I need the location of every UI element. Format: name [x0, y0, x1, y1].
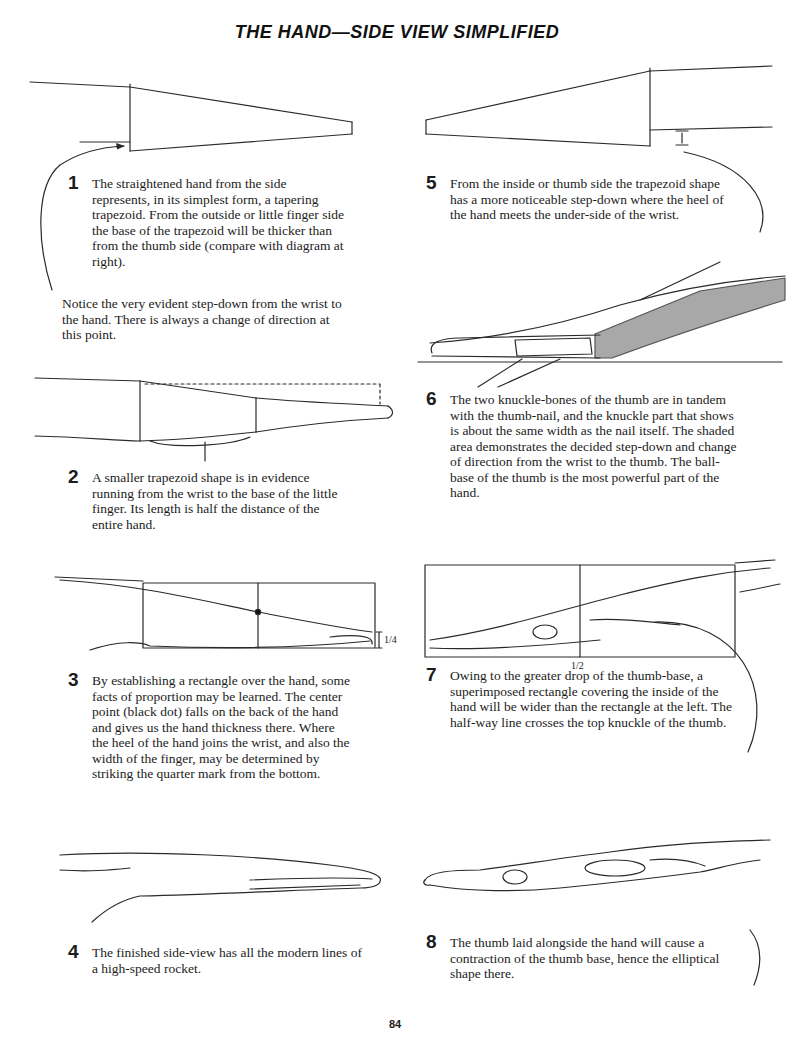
leader-line [478, 359, 560, 387]
callout-number: 7 [426, 665, 437, 685]
callout-number: 3 [68, 670, 79, 690]
callout-number: 5 [426, 173, 437, 193]
callout-number: 8 [426, 932, 437, 952]
wrist-line [735, 560, 775, 563]
trapezoid-edge [426, 71, 650, 120]
caption-text: The thumb laid alongside the hand will c… [450, 935, 734, 982]
thumb-outline [432, 356, 600, 358]
thumb-side-hand [418, 262, 785, 387]
caption-text: Notice the very evident step-down from t… [62, 296, 352, 343]
hand-outline [425, 840, 770, 880]
inside-trapezoid [426, 66, 772, 232]
base-line [418, 361, 782, 362]
hand-back [60, 580, 372, 632]
finger-tip [388, 406, 393, 418]
thumb-nail [503, 870, 527, 884]
half-line [579, 565, 580, 657]
shaded-step [595, 278, 785, 358]
trapezoid-edge [130, 87, 352, 122]
hand-heel [150, 437, 250, 446]
finger-tip [424, 880, 430, 885]
trapezoid-edge [130, 134, 352, 151]
hand-top [430, 276, 785, 343]
step-line [649, 68, 650, 146]
wrist-line [35, 378, 140, 381]
hand-outline [430, 860, 760, 891]
outside-trapezoid [30, 82, 352, 290]
crease-line [650, 859, 705, 866]
page-number: 84 [389, 1018, 401, 1030]
inside-rectangle [425, 560, 780, 752]
wrist-line [60, 868, 130, 871]
hand-outline [60, 853, 380, 922]
finger-line [250, 885, 360, 889]
step-line [129, 84, 130, 151]
thumb-outline [430, 640, 600, 649]
trapezoid-edge [425, 120, 426, 134]
trapezoid-edge [426, 134, 650, 146]
callout-number: 4 [68, 942, 79, 962]
wrist-line [30, 82, 130, 87]
finger-line [256, 418, 388, 432]
finger-tip [330, 636, 372, 644]
wrist-line [740, 584, 780, 592]
caption-text: A smaller trapezoid shape is in evidence… [92, 470, 347, 532]
finished-inside-view [424, 840, 770, 985]
half-line [257, 583, 258, 648]
pointer-curve [750, 930, 760, 985]
caption-text: From the inside or thumb side the trapez… [450, 176, 738, 223]
leader-line [204, 442, 205, 461]
callout-number: 2 [68, 467, 79, 487]
step-mark [676, 131, 688, 145]
caption-text: The straightened hand from the side repr… [92, 176, 347, 269]
wrist-line [650, 127, 772, 130]
dimension-label: 1/2 [571, 660, 584, 671]
wrist-line [80, 141, 130, 142]
wrist-line [650, 66, 772, 71]
trapezoid-edge [140, 432, 256, 441]
trapezoid-edge [351, 122, 352, 134]
trapezoid-edge [255, 398, 256, 432]
thumb-nail [533, 625, 557, 639]
center-dot [255, 609, 260, 614]
quarter-mark [376, 632, 382, 648]
thumb-nail [515, 338, 592, 356]
hand-palm [90, 641, 370, 650]
finished-outside-view [60, 853, 380, 922]
small-trapezoid [35, 378, 393, 461]
trapezoid-edge [139, 381, 140, 441]
trapezoid-edge [140, 381, 256, 398]
dimension-label: 1/4 [384, 634, 397, 645]
hand-top [430, 568, 770, 640]
callout-number: 1 [68, 173, 79, 193]
caption-text: The finished side-view has all the moder… [92, 945, 362, 976]
proportion-rect [143, 583, 375, 648]
wrist-line [640, 262, 720, 300]
finger-line [250, 878, 372, 880]
finger-line [256, 398, 388, 406]
thumb-base [585, 860, 645, 876]
page-title: THE HAND—SIDE VIEW SIMPLIFIED [0, 22, 794, 43]
caption-text: Owing to the greater drop of the thumb-b… [450, 668, 734, 730]
proportion-rectangle [55, 577, 382, 650]
wrist-line [35, 436, 140, 441]
caption-text: The two knuckle-bones of the thumb are i… [450, 392, 738, 501]
callout-number: 6 [426, 389, 437, 409]
caption-text: By establishing a rectangle over the han… [92, 673, 350, 782]
